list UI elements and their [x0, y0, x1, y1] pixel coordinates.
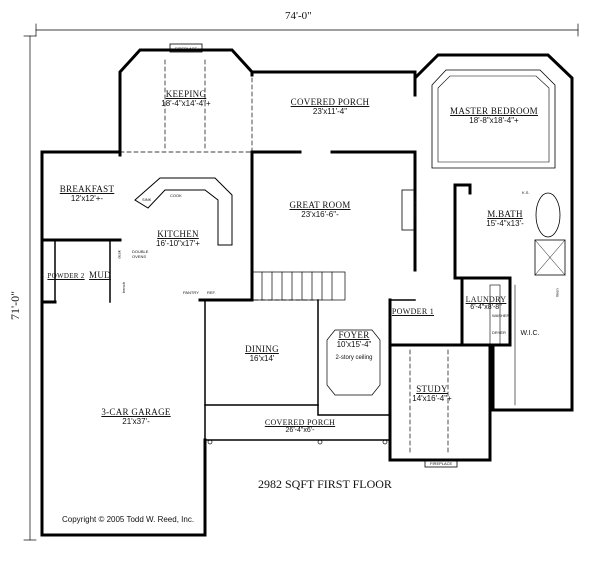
room-name: POWDER 1 [391, 307, 435, 316]
dimension-lines [23, 23, 579, 541]
room-name: GREAT ROOM [289, 200, 351, 210]
room-name: KITCHEN [157, 229, 199, 239]
pantry-label: PANTRY [183, 290, 199, 295]
ref-label: REF. [207, 290, 216, 295]
room-name: KEEPING [165, 89, 207, 99]
room-name: FOYER [338, 330, 370, 340]
bench-label: bench [120, 282, 126, 293]
room-size: 10'x15'-4" [336, 340, 372, 350]
room-size: 23'x16'-6"- [301, 210, 339, 220]
room-powder2: POWDER 2 [47, 272, 84, 280]
room-size: 6'-4"x8'-8" [470, 304, 502, 312]
room-covered-porch-front: COVERED PORCH 26'-4"x6'- [265, 418, 335, 435]
width-dimension: 74'-0" [285, 10, 312, 22]
room-name: BREAKFAST [59, 184, 115, 194]
linen-label: linen [554, 288, 560, 297]
copyright: Copyright © 2005 Todd W. Reed, Inc. [62, 515, 195, 524]
room-master-bedroom: MASTER BEDROOM 18'-8"x18'-4"+ [450, 106, 538, 126]
room-dining: DINING 16'x14' [245, 344, 279, 364]
fireplace-great-room: FIREPLACE [412, 196, 418, 219]
room-powder1: POWDER 1 [392, 307, 434, 316]
room-size: 18'-8"x18'-4"+ [469, 116, 519, 126]
room-kitchen: KITCHEN 16'-10"x17'+ [156, 229, 200, 249]
depth-dimension: 71'-0" [8, 290, 22, 320]
room-great-room: GREAT ROOM 23'x16'-6"- [289, 200, 350, 220]
room-name: POWDER 2 [47, 272, 85, 280]
cook-label: COOK [170, 193, 182, 198]
washer-label: WASHER [492, 313, 510, 318]
room-garage: 3-CAR GARAGE 21'x37'- [101, 407, 170, 427]
room-size: 26'-4"x6'- [285, 427, 315, 435]
ks-label: K.S. [522, 190, 530, 195]
room-mud: MUD [89, 270, 111, 280]
fireplace-study: FIREPLACE [430, 461, 453, 466]
room-name: DINING [245, 344, 279, 354]
room-name: COVERED PORCH [290, 97, 370, 107]
room-name: M.BATH [487, 209, 523, 219]
room-name: LAUNDRY [465, 295, 507, 304]
room-size: 16'x14' [249, 354, 275, 364]
room-size: 12'x12'+- [70, 194, 104, 204]
desk-label: desk [116, 250, 122, 259]
sqft-caption: 2982 SQFT FIRST FLOOR [258, 477, 392, 491]
room-mbath: M.BATH 15'-4"x13'- [486, 209, 523, 229]
double-ovens-label: DOUBLE OVENS [132, 249, 149, 259]
room-wic: W.I.C. [520, 330, 539, 338]
room-name: 3-CAR GARAGE [101, 407, 171, 417]
room-size: 14'x16'-4"+ [412, 394, 452, 404]
room-size: 21'x37'- [122, 417, 150, 427]
sink-label: SINK [142, 197, 152, 202]
room-name: MASTER BEDROOM [450, 106, 538, 116]
room-laundry: LAUNDRY 6'-4"x8'-8" [466, 295, 507, 312]
room-name: W.I.C. [520, 330, 540, 337]
room-name: MUD [89, 270, 111, 280]
room-size: 18'-4"x14'-4"+ [161, 99, 211, 109]
room-name: STUDY [416, 384, 448, 394]
room-size: 15'-4"x13'- [486, 219, 524, 229]
room-keeping: KEEPING 18'-4"x14'-4"+ [161, 89, 210, 109]
room-size: 23'x11'-4" [312, 107, 348, 117]
dryer-label: DRYER [492, 330, 506, 335]
fireplace-keeping: FIREPLACE [175, 46, 198, 51]
room-foyer: FOYER 10'x15'-4" 2-story ceiling [335, 330, 372, 361]
room-breakfast: BREAKFAST 12'x12'+- [60, 184, 115, 204]
room-study: STUDY 14'x16'-4"+ [412, 384, 451, 404]
room-covered-porch-rear: COVERED PORCH 23'x11'-4" [291, 97, 370, 117]
room-note: 2-story ceiling [335, 354, 373, 361]
room-name: COVERED PORCH [264, 418, 336, 427]
room-size: 16'-10"x17'+ [156, 239, 200, 249]
